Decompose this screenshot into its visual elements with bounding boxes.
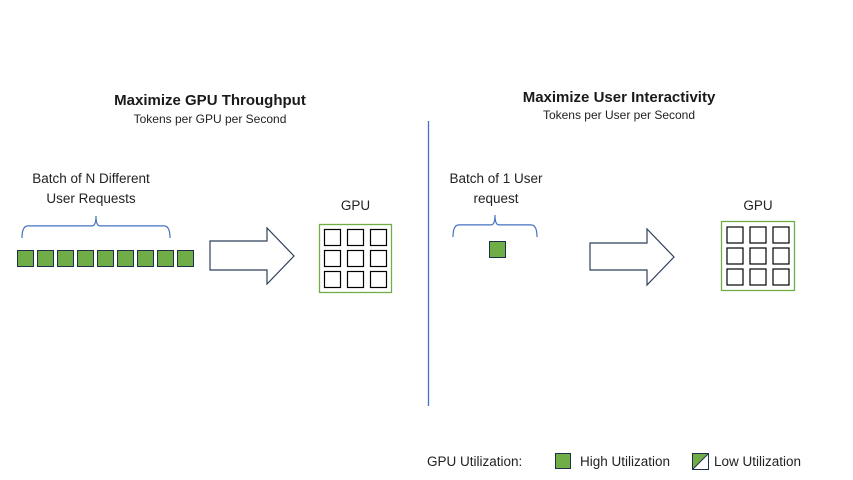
left-gpu-core-cell bbox=[323, 249, 342, 268]
legend-title: GPU Utilization: bbox=[427, 454, 523, 469]
left-panel-subtitle: Tokens per GPU per Second bbox=[133, 112, 287, 126]
left-user-request-block bbox=[117, 250, 134, 267]
left-user-request-block bbox=[57, 250, 74, 267]
right-panel-subtitle: Tokens per User per Second bbox=[542, 108, 696, 122]
right-gpu-core-cell bbox=[772, 268, 790, 286]
left-user-request-block bbox=[97, 250, 114, 267]
left-panel-title: Maximize GPU Throughput bbox=[114, 92, 306, 109]
right-gpu-core-cell bbox=[749, 268, 767, 286]
left-gpu-core-cell bbox=[346, 228, 365, 247]
right-gpu-core-cell bbox=[726, 268, 744, 286]
left-gpu-core-cell bbox=[369, 249, 388, 268]
right-gpu-core-cell bbox=[726, 226, 744, 244]
right-batch-label-line1: Batch of 1 User bbox=[449, 171, 543, 186]
right-batch-label-line2: request bbox=[473, 191, 519, 206]
right-gpu-core-cell bbox=[749, 247, 767, 265]
right-gpu-core-cell bbox=[772, 247, 790, 265]
right-panel-title: Maximize User Interactivity bbox=[522, 89, 716, 106]
left-batch-label-line2: User Requests bbox=[46, 191, 136, 206]
right-arrow-icon bbox=[589, 227, 675, 287]
right-batch-brace bbox=[452, 214, 538, 238]
left-batch-label-line1: Batch of N Different bbox=[32, 171, 150, 186]
left-gpu-core-cell bbox=[323, 270, 342, 289]
left-user-request-block bbox=[17, 250, 34, 267]
left-gpu-label: GPU bbox=[340, 198, 371, 213]
swatch-border bbox=[692, 453, 709, 470]
legend-low-label: Low Utilization bbox=[714, 454, 802, 469]
left-batch-label: Batch of N Different User Requests bbox=[0, 169, 182, 209]
left-gpu-core-cell bbox=[323, 228, 342, 247]
left-user-request-block bbox=[157, 250, 174, 267]
low-utilization-swatch-graphic bbox=[692, 453, 709, 470]
low-utilization-swatch-icon bbox=[692, 453, 709, 470]
left-user-request-block bbox=[37, 250, 54, 267]
left-gpu-core-cell bbox=[346, 249, 365, 268]
left-gpu-core-cell bbox=[369, 228, 388, 247]
right-gpu-label: GPU bbox=[743, 198, 773, 213]
left-gpu-core-cell bbox=[346, 270, 365, 289]
left-gpu-core-cell bbox=[369, 270, 388, 289]
high-utilization-swatch-icon bbox=[555, 453, 571, 469]
left-user-request-block bbox=[137, 250, 154, 267]
left-user-request-block bbox=[77, 250, 94, 267]
swatch-diagonal bbox=[692, 453, 709, 470]
right-gpu-core-cell bbox=[726, 247, 744, 265]
right-gpu-core-cell bbox=[772, 226, 790, 244]
left-user-request-block bbox=[177, 250, 194, 267]
left-batch-brace bbox=[21, 215, 171, 239]
right-user-request-block bbox=[489, 241, 506, 258]
right-batch-label: Batch of 1 User request bbox=[440, 169, 552, 209]
legend-high-label: High Utilization bbox=[580, 454, 671, 469]
left-arrow-icon bbox=[209, 226, 295, 286]
right-gpu-core-cell bbox=[749, 226, 767, 244]
